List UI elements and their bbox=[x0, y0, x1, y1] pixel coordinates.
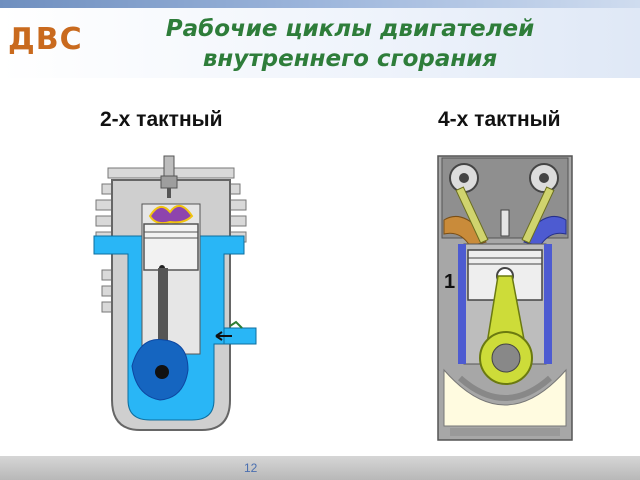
four-stroke-label: 4-х тактный bbox=[438, 108, 561, 131]
two-stroke-engine-diagram bbox=[93, 155, 257, 431]
two-stroke-label: 2-х тактный bbox=[100, 108, 223, 131]
spark-plug-icon bbox=[160, 155, 178, 198]
brand-logo: ДВС bbox=[8, 22, 83, 57]
connecting-rod bbox=[158, 268, 168, 358]
piston bbox=[143, 223, 199, 271]
combustion-flame bbox=[148, 205, 194, 225]
spark-plug-icon bbox=[500, 209, 510, 237]
oil-sump bbox=[443, 368, 567, 427]
top-accent-bar bbox=[0, 0, 640, 8]
stroke-number: 1 bbox=[444, 271, 455, 293]
intake-arrow-icon bbox=[215, 331, 232, 341]
page-number: 12 bbox=[244, 461, 258, 475]
slide-title: Рабочие циклы двигателей внутреннего сго… bbox=[165, 16, 535, 72]
header-band bbox=[0, 8, 640, 78]
footer-bar: 12 bbox=[0, 456, 640, 480]
flywheel-teeth bbox=[450, 428, 560, 436]
valves bbox=[455, 186, 555, 244]
four-stroke-engine-diagram: 1 bbox=[437, 155, 573, 441]
